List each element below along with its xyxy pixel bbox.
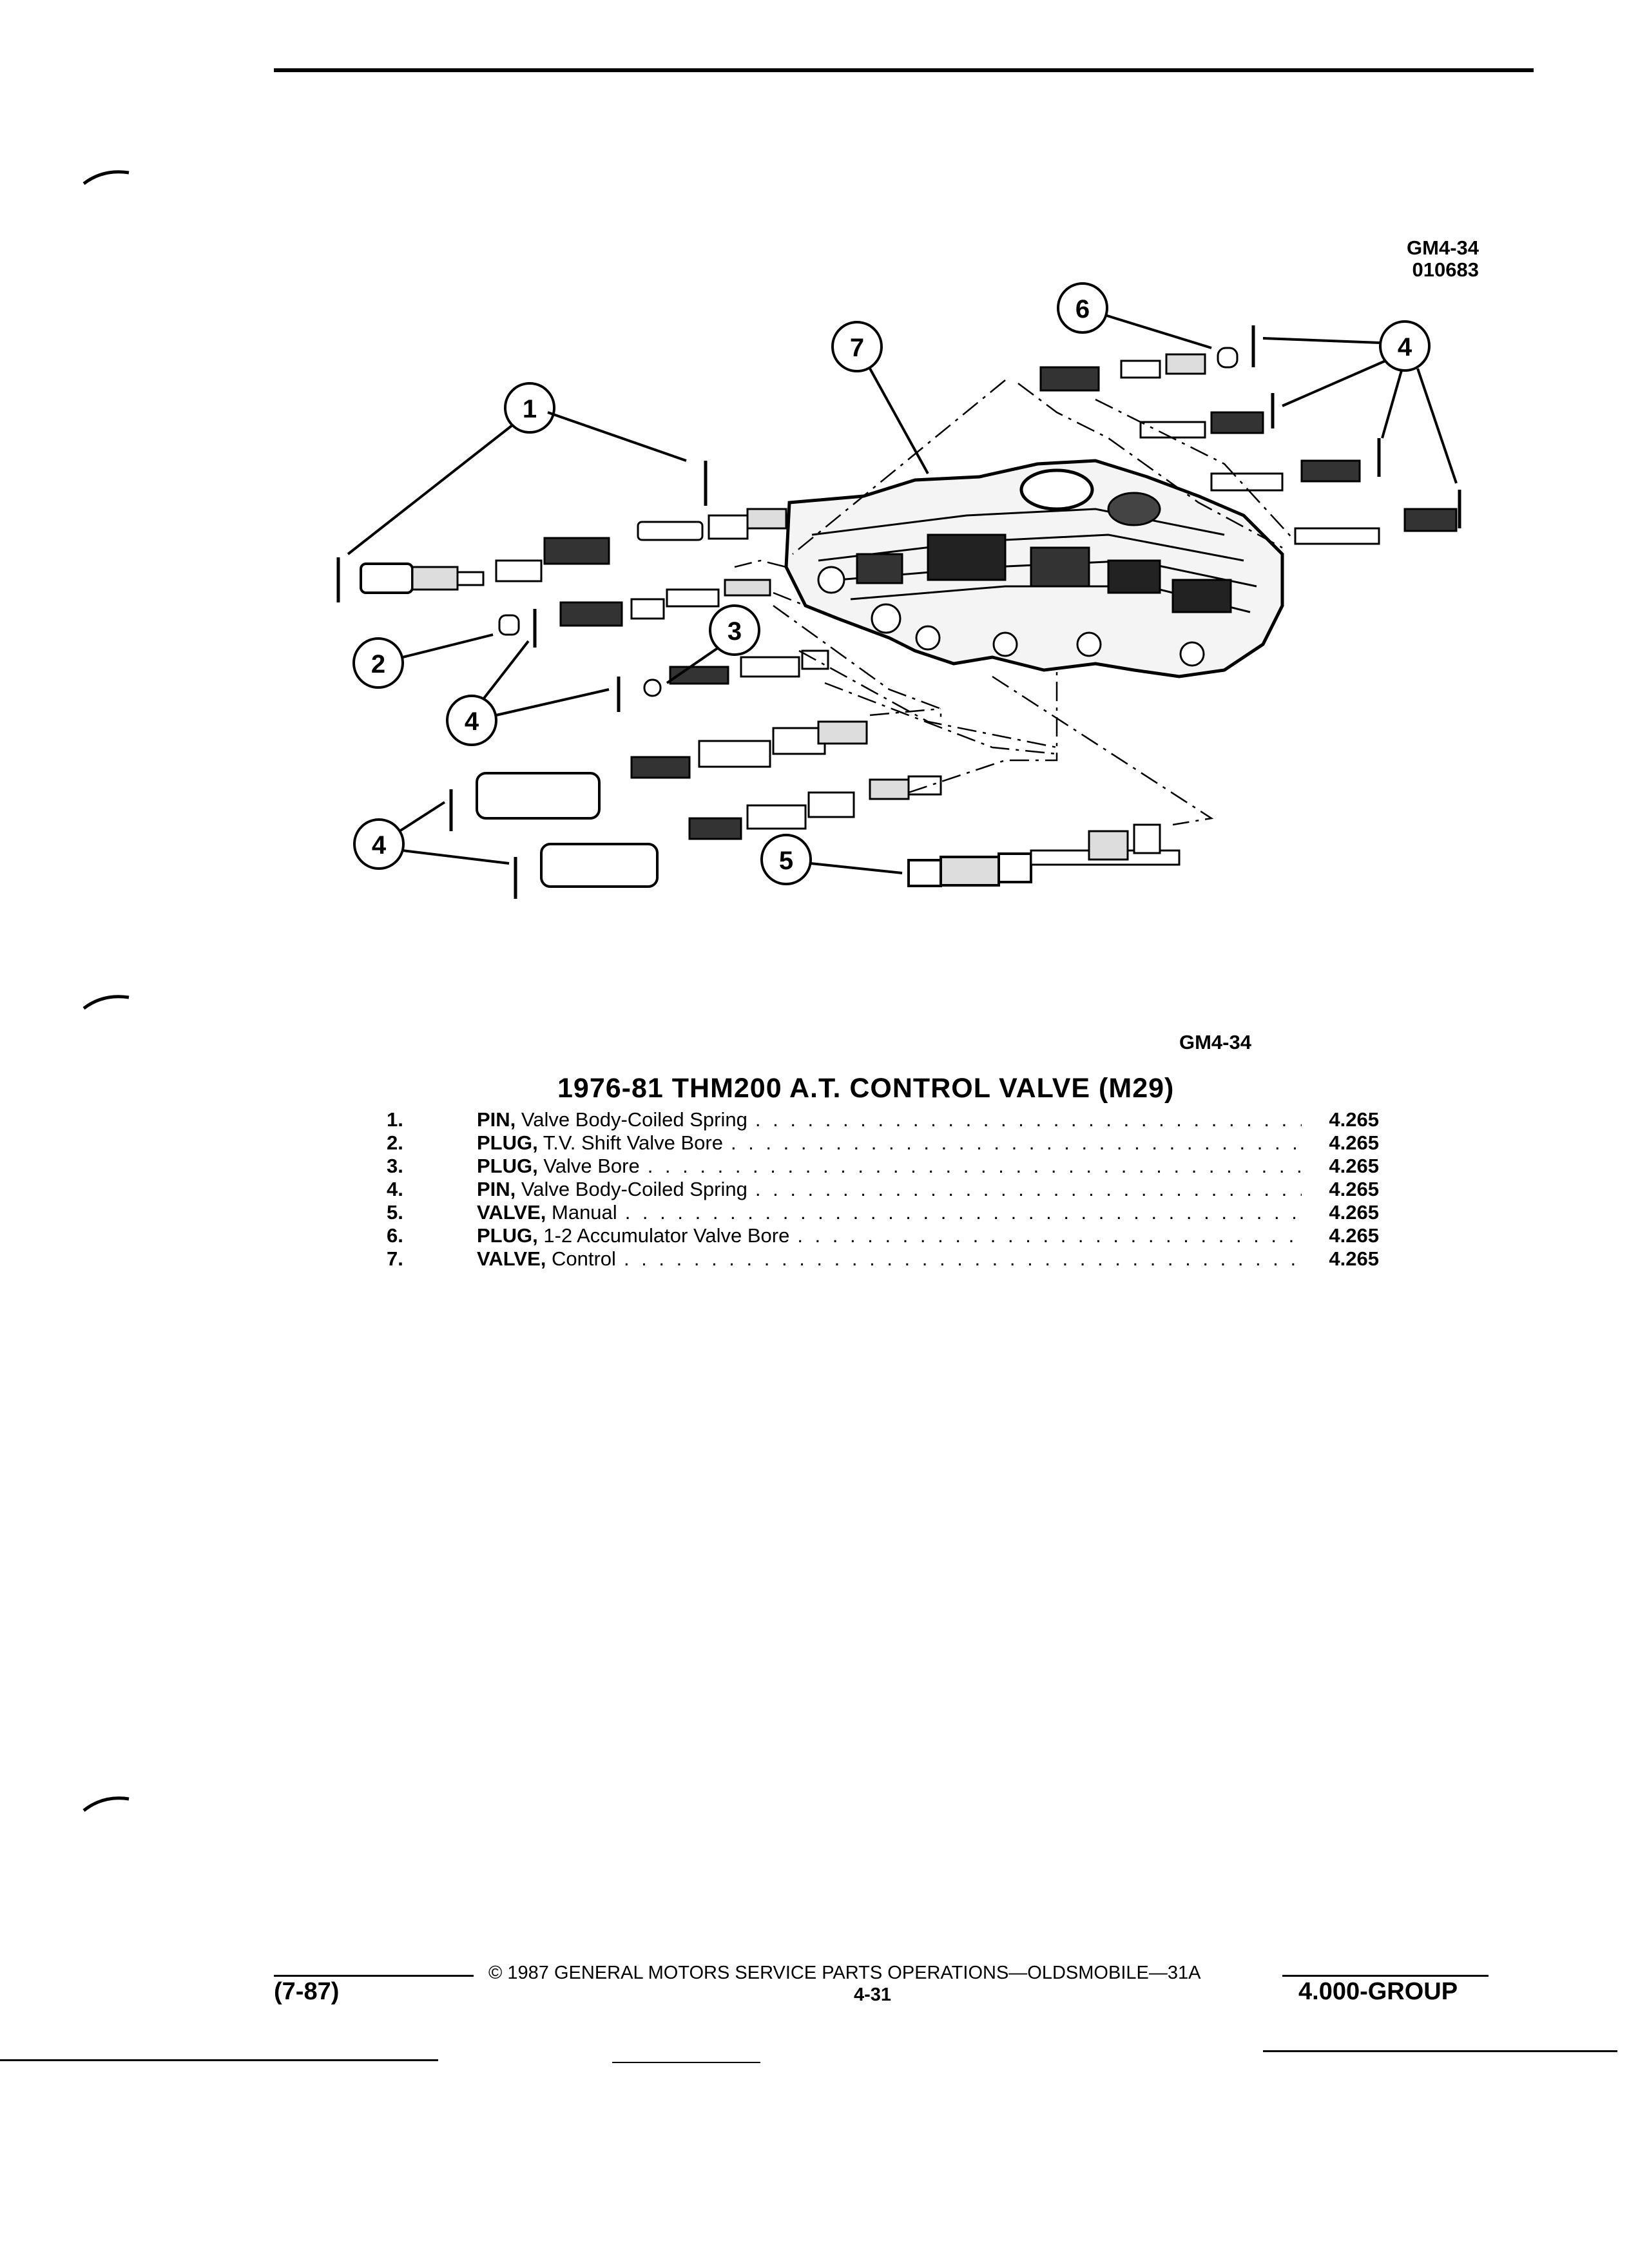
callout-1: 1 xyxy=(347,382,687,555)
part-ref: 4.265 xyxy=(1329,1247,1379,1270)
leader-dots xyxy=(747,1108,1302,1131)
part-ref: 4.265 xyxy=(1329,1155,1379,1177)
leader-dots xyxy=(616,1247,1302,1271)
part-ref: 4.265 xyxy=(1329,1108,1379,1131)
part-name: VALVE, xyxy=(477,1201,546,1224)
part-description: PLUG, 1-2 Accumulator Valve Bore xyxy=(477,1224,1302,1247)
list-item: 4. PIN, Valve Body-Coiled Spring 4.265 xyxy=(387,1178,1379,1201)
bottom-rule-right xyxy=(1263,2050,1617,2052)
leader-dots xyxy=(617,1201,1302,1224)
part-ref: 4.265 xyxy=(1329,1178,1379,1200)
spool-row-5 xyxy=(514,775,942,899)
part-ref: 4.265 xyxy=(1329,1201,1379,1224)
callout-2: 2 xyxy=(352,633,494,689)
svg-text:4: 4 xyxy=(465,707,479,736)
callout-4-c: 4 xyxy=(1262,320,1458,484)
figure-code: GM4-34 xyxy=(1407,236,1479,259)
dashed-leaders xyxy=(734,380,1296,826)
leader-dots xyxy=(723,1131,1302,1155)
figure-caption: GM4-34 xyxy=(1179,1031,1251,1053)
part-desc: Control xyxy=(552,1247,616,1270)
callout-4-b: 4 xyxy=(353,801,510,870)
svg-text:2: 2 xyxy=(371,650,385,678)
list-item: 7. VALVE, Control 4.265 xyxy=(387,1247,1379,1271)
list-item: 3. PLUG, Valve Bore 4.265 xyxy=(387,1155,1379,1178)
part-number: 3. xyxy=(387,1155,403,1177)
list-item: 2. PLUG, T.V. Shift Valve Bore 4.265 xyxy=(387,1131,1379,1155)
part-ref: 4.265 xyxy=(1329,1224,1379,1247)
part-description: VALVE, Control xyxy=(477,1247,1302,1271)
part-number: 1. xyxy=(387,1108,403,1131)
part-name: PLUG, xyxy=(477,1155,538,1177)
footer-rule-right xyxy=(1282,1975,1489,1977)
binder-mark-top xyxy=(82,170,130,186)
date-code: (7-87) xyxy=(274,1978,340,2005)
part-number: 2. xyxy=(387,1131,403,1154)
callout-3: 3 xyxy=(666,604,760,684)
svg-text:4: 4 xyxy=(372,831,387,860)
spool-row-2 xyxy=(498,579,771,648)
part-desc: Manual xyxy=(552,1201,617,1224)
part-description: PIN, Valve Body-Coiled Spring xyxy=(477,1108,1302,1131)
part-name: PLUG, xyxy=(477,1224,538,1247)
manual-valve xyxy=(907,823,1181,887)
spool-row-1 xyxy=(336,461,787,602)
leader-dots xyxy=(747,1178,1302,1201)
part-desc: Valve Body-Coiled Spring xyxy=(521,1178,747,1200)
list-item: 5. VALVE, Manual 4.265 xyxy=(387,1201,1379,1224)
figure-id: GM4-34 010683 xyxy=(1373,237,1479,281)
callout-6: 6 xyxy=(1057,282,1212,349)
part-name: PIN, xyxy=(477,1108,516,1131)
leader-dots xyxy=(789,1224,1302,1247)
callout-7: 7 xyxy=(831,321,929,474)
copyright-line: © 1987 GENERAL MOTORS SERVICE PARTS OPER… xyxy=(488,1963,1201,1983)
page-title: 1976-81 THM200 A.T. CONTROL VALVE (M29) xyxy=(557,1073,1175,1104)
svg-text:4: 4 xyxy=(1398,333,1412,361)
svg-text:6: 6 xyxy=(1075,295,1090,323)
page-number: 4-31 xyxy=(854,1984,892,2005)
group-label: 4.000-GROUP xyxy=(1298,1978,1458,2005)
part-number: 6. xyxy=(387,1224,403,1247)
callout-5: 5 xyxy=(760,834,903,885)
spool-row-3 xyxy=(617,649,829,712)
svg-text:7: 7 xyxy=(850,334,864,362)
footer-rule-left xyxy=(274,1975,474,1977)
list-item: 1. PIN, Valve Body-Coiled Spring 4.265 xyxy=(387,1108,1379,1131)
part-desc: 1-2 Accumulator Valve Bore xyxy=(543,1224,790,1247)
part-number: 7. xyxy=(387,1247,403,1270)
list-item: 6. PLUG, 1-2 Accumulator Valve Bore 4.26… xyxy=(387,1224,1379,1247)
part-desc: T.V. Shift Valve Bore xyxy=(543,1131,723,1154)
part-number: 5. xyxy=(387,1201,403,1224)
bottom-rule-mid xyxy=(612,2062,760,2063)
leader-dots xyxy=(640,1155,1302,1178)
part-description: PLUG, T.V. Shift Valve Bore xyxy=(477,1131,1302,1155)
callout-4-a: 4 xyxy=(446,640,610,746)
part-ref: 4.265 xyxy=(1329,1131,1379,1154)
bottom-rule-left xyxy=(0,2059,438,2061)
svg-text:5: 5 xyxy=(779,847,793,875)
part-desc: Valve Bore xyxy=(543,1155,640,1177)
valve-body-casting xyxy=(784,459,1284,678)
figure-number: 010683 xyxy=(1412,258,1479,281)
spool-row-4 xyxy=(449,720,868,831)
part-description: VALVE, Manual xyxy=(477,1201,1302,1224)
part-description: PIN, Valve Body-Coiled Spring xyxy=(477,1178,1302,1201)
part-desc: Valve Body-Coiled Spring xyxy=(521,1108,747,1131)
part-name: VALVE, xyxy=(477,1247,546,1270)
svg-text:3: 3 xyxy=(728,617,742,646)
binder-mark-bottom xyxy=(82,1796,130,1812)
part-number: 4. xyxy=(387,1178,403,1200)
spool-right-rows xyxy=(1039,325,1461,545)
binder-mark-middle xyxy=(82,995,130,1010)
svg-text:1: 1 xyxy=(523,395,537,423)
part-description: PLUG, Valve Bore xyxy=(477,1155,1302,1178)
part-name: PIN, xyxy=(477,1178,516,1200)
parts-list: 1. PIN, Valve Body-Coiled Spring 4.265 2… xyxy=(387,1108,1379,1271)
top-rule xyxy=(274,68,1534,72)
part-name: PLUG, xyxy=(477,1131,538,1154)
